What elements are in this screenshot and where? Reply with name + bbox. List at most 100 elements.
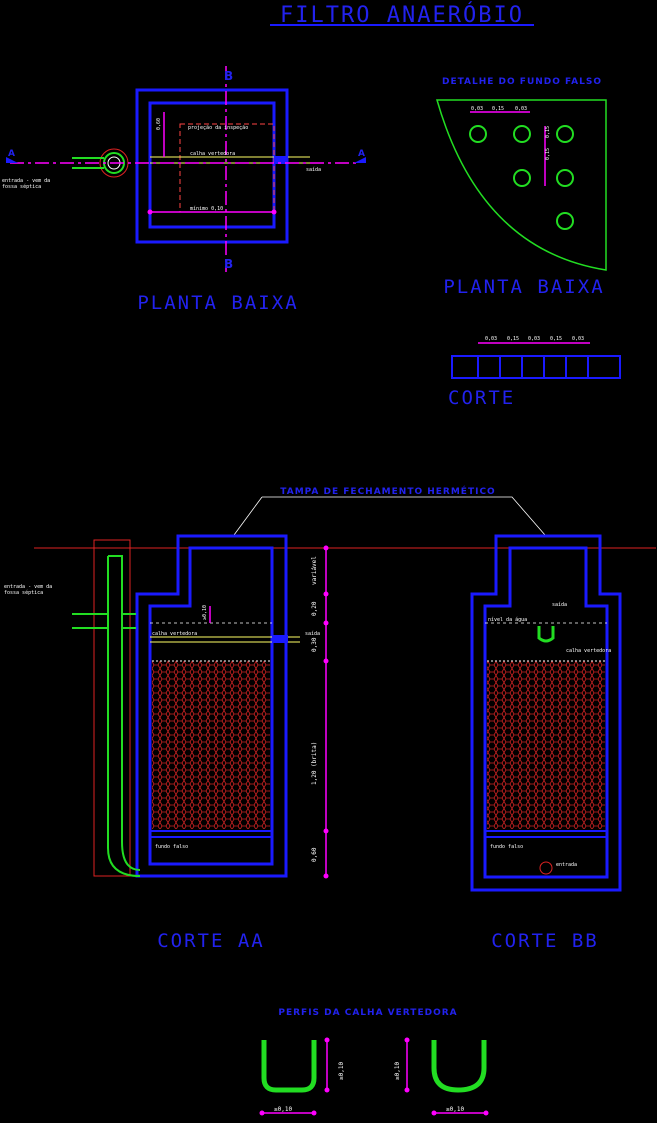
drawing-title: FILTRO ANAERÓBIO [280, 2, 524, 28]
bb-outlet-text: saída [552, 601, 567, 608]
aa-inlet-pipe [107, 555, 141, 877]
weir-profile-dim-dot [404, 1037, 410, 1043]
weir-profile-dim-dot [324, 1037, 330, 1043]
aa-inlet-casing [93, 539, 131, 877]
false-bottom-hole [556, 212, 574, 230]
cover-leader-right [262, 496, 546, 536]
bb-label: CORTE BB [491, 930, 599, 952]
small-section-dim: 0,03 [572, 336, 584, 342]
plan-view: A A B B mínimo 0,10 projeção da inspeção… [2, 66, 366, 314]
aa-inlet-branch-inner [122, 613, 136, 629]
false-bottom-hole [513, 125, 531, 143]
bb-false-bottom-text: fundo falso [490, 844, 523, 850]
weir-profile-dim-dot [324, 1087, 330, 1093]
false-bottom-header: DETALHE DO FUNDO FALSO [442, 77, 602, 87]
aa-label: CORTE AA [157, 930, 265, 952]
weir-profile-dim-text: ≥0,10 [274, 1106, 292, 1113]
weir-profiles-header: PERFIS DA CALHA VERTEDORA [278, 1008, 457, 1018]
weir-profile-dim-text: ≥0,10 [338, 1062, 345, 1080]
aa-dim-dot [323, 545, 329, 551]
weir-profile-round [431, 1040, 487, 1093]
bb-inlet-ring [539, 861, 553, 875]
aa-inlet-text-1: entrada - vem da [4, 584, 52, 590]
bb-false-bottom [484, 830, 608, 838]
cover-leader-left [233, 496, 263, 536]
aa-weir-text: calha vertedora [152, 631, 197, 637]
section-aa: variável 0,20 0,30 1,20 (brita) 0,60 ≥0,… [4, 534, 656, 952]
aa-dim-text: variável [311, 556, 318, 585]
plan-outlet-text: saída [306, 166, 321, 173]
small-section-dim: 0,03 [485, 336, 497, 342]
false-bottom-dim: 0,15 [545, 126, 551, 138]
section-a-label-left: A [8, 149, 16, 159]
false-bottom-detail: DETALHE DO FUNDO FALSO 0,03 0,15 0,03 0,… [436, 77, 607, 298]
aa-dim-dot [323, 828, 329, 834]
plan-inner-wall [148, 101, 276, 229]
plan-dim-side-text: 0,60 [156, 118, 162, 130]
plan-label: PLANTA BAIXA [137, 292, 298, 314]
weir-profiles: PERFIS DA CALHA VERTEDORA ≥0,10 ≥0,10 ≥0… [259, 1008, 489, 1116]
aa-dim-dot [323, 658, 329, 664]
plan-outlet-pipe [274, 156, 288, 164]
plan-dim-dot [147, 209, 153, 215]
small-section-dim: 0,03 [528, 336, 540, 342]
section-b-label-bottom: B [224, 257, 234, 271]
aa-dim-dot [323, 620, 329, 626]
bb-inlet-text: entrada [556, 862, 577, 868]
false-bottom-dim: 0,15 [545, 148, 551, 160]
aa-dim-text: 0,60 [311, 847, 318, 862]
weir-profile-dim-dot [259, 1110, 265, 1116]
section-b-label-top: B [224, 69, 234, 83]
small-section-dim: 0,15 [550, 336, 562, 342]
weir-profile-dim-dot [431, 1110, 437, 1116]
small-section-label: CORTE [448, 387, 515, 409]
section-a-label-right: A [358, 149, 366, 159]
false-bottom-hole [513, 169, 531, 187]
aa-inlet-branch [72, 613, 108, 629]
aa-dim-text: 0,20 [311, 601, 318, 616]
section-a-arrow-left [6, 157, 18, 163]
plan-dim-dot [271, 209, 277, 215]
bb-inner-wall [483, 546, 609, 879]
false-bottom-hole [556, 125, 574, 143]
weir-profile-dim-dot [483, 1110, 489, 1116]
aa-inner-wall [148, 546, 274, 866]
bb-outer-wall [470, 534, 622, 892]
small-section-hole [477, 355, 501, 379]
small-section-dim: 0,15 [507, 336, 519, 342]
bb-weir-channel [537, 626, 555, 643]
aa-false-bottom-text: fundo falso [155, 844, 188, 850]
aa-dim-dot [323, 591, 329, 597]
aa-outlet-text: saída [305, 630, 320, 637]
cover-note: TAMPA DE FECHAMENTO HERMÉTICO [280, 485, 495, 497]
plan-inlet-branch [72, 157, 104, 169]
aa-dim-text: 1,20 (brita) [311, 742, 318, 785]
bb-weir-text: calha vertedora [566, 648, 611, 654]
aa-inlet-text-2: fossa séptica [4, 589, 43, 596]
false-bottom-dim: 0,03 [515, 106, 527, 112]
weir-profile-dim-dot [311, 1110, 317, 1116]
weir-profile-dim-dot [404, 1087, 410, 1093]
aa-false-bottom [149, 830, 273, 838]
false-bottom-hole [556, 169, 574, 187]
false-bottom-dim: 0,15 [492, 106, 504, 112]
plan-dim-min-text: mínimo 0,10 [190, 205, 223, 212]
weir-profile-u [261, 1040, 317, 1093]
weir-profile-dim-text: ≥0,10 [394, 1062, 401, 1080]
section-a-arrow-right [354, 157, 366, 163]
aa-dim-dot [323, 873, 329, 879]
plan-weir-text: calha vertedora [190, 151, 235, 157]
bb-gravel-bed [487, 661, 605, 829]
aa-dim-text: 0,30 [311, 637, 318, 652]
plan-inspection-text: projeção da inspeção [188, 125, 248, 131]
small-section-hole [565, 355, 589, 379]
small-section: 0,03 0,15 0,03 0,15 0,03 CORTE [448, 336, 621, 409]
aa-dim-text: ≥0,10 [202, 605, 208, 620]
false-bottom-dim: 0,03 [471, 106, 483, 112]
aa-outlet-pipe [272, 635, 288, 643]
false-bottom-hole [469, 125, 487, 143]
false-bottom-outline [436, 99, 607, 271]
bb-water-text: nível da água [488, 616, 527, 623]
plan-inspection-projection [179, 123, 275, 213]
